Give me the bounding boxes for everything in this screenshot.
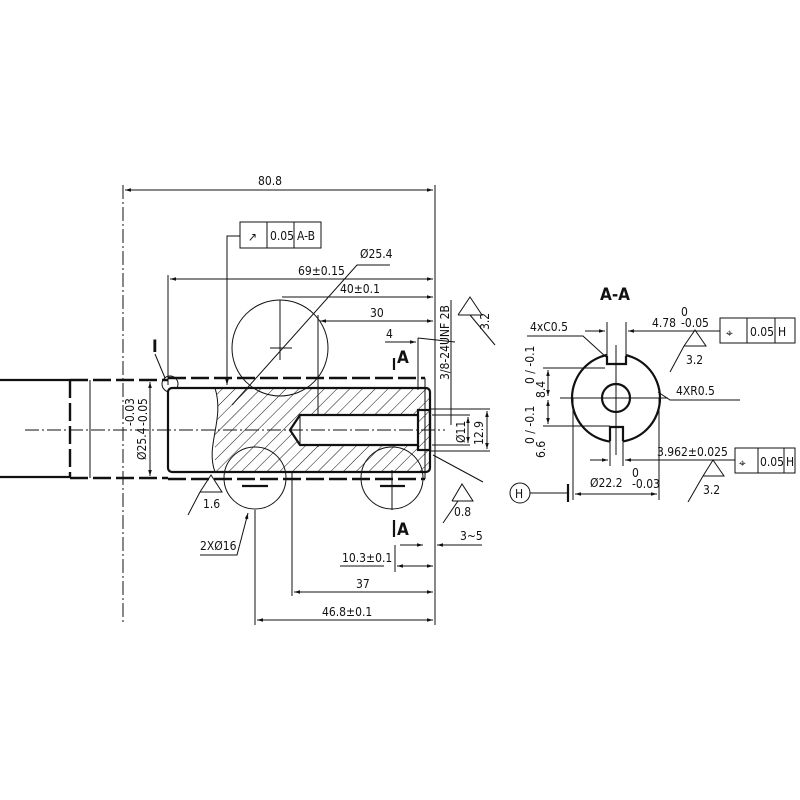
dim-37: 37 [356, 577, 370, 591]
radius-callout: 4XR0.5 [676, 384, 715, 398]
position-icon: ⌖ [739, 456, 746, 470]
surface-finish-left: 1.6 [187, 474, 223, 516]
dim-shaft-dia: Ø25.4 [135, 427, 149, 460]
svg-text:3.2: 3.2 [686, 353, 703, 367]
section-view: A-A 4xC0.5 4.78 0 -0.05 ⌖ 0.05 H [509, 285, 796, 504]
leader-pin-dia [231, 264, 390, 406]
hole-circle-1 [223, 446, 287, 510]
shaft-tol-lower: -0.05 [136, 398, 150, 426]
runout-datum: A-B [297, 229, 315, 243]
dim-6-6: 6.6 [534, 441, 548, 458]
dim-8-4-tol: 0 / -0.1 [523, 346, 537, 384]
svg-text:0.8: 0.8 [454, 505, 471, 519]
key-width-upper: 0 [681, 305, 688, 319]
dim-pin-dia: Ø25.4 [360, 247, 393, 261]
section-title: A-A [600, 285, 630, 305]
dim-overall: 80.8 [258, 174, 282, 188]
section-mark-top: A [397, 348, 409, 368]
position-icon: ⌖ [726, 326, 733, 340]
dim-40: 40±0.1 [340, 282, 380, 296]
dim-6-6-tol: 0 / -0.1 [523, 406, 537, 444]
svg-text:1.6: 1.6 [203, 497, 220, 511]
surface-finish-section-top: 3.2 [669, 329, 707, 373]
shaft-body [0, 376, 445, 481]
dim-69: 69±0.15 [298, 264, 345, 278]
position-frame-top: ⌖ 0.05 H [719, 317, 796, 344]
dim-3-5: 3~5 [460, 529, 483, 543]
dim-hole: Ø11 [454, 421, 468, 443]
dim-8-4: 8.4 [534, 381, 548, 398]
chamfer-callout: 4xC0.5 [530, 320, 568, 334]
thread-callout: 3/8-24UNF 2B [438, 305, 452, 380]
dim-12-9: 12.9 [472, 421, 486, 445]
svg-text:0.05: 0.05 [750, 325, 774, 339]
svg-text:3.2: 3.2 [478, 313, 492, 330]
runout-tolerance: 0.05 [270, 229, 294, 243]
key-width-lower: -0.05 [681, 316, 709, 330]
surface-finish-top: 3.2 [457, 296, 496, 346]
surface-finish-right: 0.8 [442, 483, 474, 524]
holes-callout: 2XØ16 [200, 539, 237, 553]
svg-text:H: H [786, 455, 794, 469]
svg-text:H: H [515, 487, 523, 501]
runout-tolerance-frame: ↗ 0.05 A-B [225, 221, 322, 385]
dim-dia: Ø22.2 [590, 476, 623, 490]
svg-text:3.2: 3.2 [703, 483, 720, 497]
dim-10-3: 10.3±0.1 [342, 551, 392, 565]
dim-46-8: 46.8±0.1 [322, 605, 372, 619]
dim-4: 4 [386, 327, 393, 341]
svg-text:0.05: 0.05 [760, 455, 784, 469]
dia-upper: 0 [632, 466, 639, 480]
section-mark-bottom: A [397, 520, 409, 540]
datum-h: H [509, 482, 570, 504]
position-frame-bottom: ⌖ 0.05 H [734, 447, 796, 474]
dim-key-width: 4.78 [652, 316, 676, 330]
detail-mark: I [152, 337, 158, 357]
shaft-tol-upper: -0.03 [123, 398, 137, 426]
svg-text:H: H [778, 325, 786, 339]
main-view: 80.8 ↗ 0.05 A-B 69±0.15 Ø25.4 40±0.1 30 [0, 174, 496, 625]
dim-key-width-bottom: 3.962±0.025 [657, 445, 728, 459]
dia-lower: -0.03 [632, 477, 660, 491]
runout-icon: ↗ [248, 230, 257, 244]
dim-30: 30 [370, 306, 384, 320]
surface-finish-section-bottom: 3.2 [687, 459, 725, 503]
